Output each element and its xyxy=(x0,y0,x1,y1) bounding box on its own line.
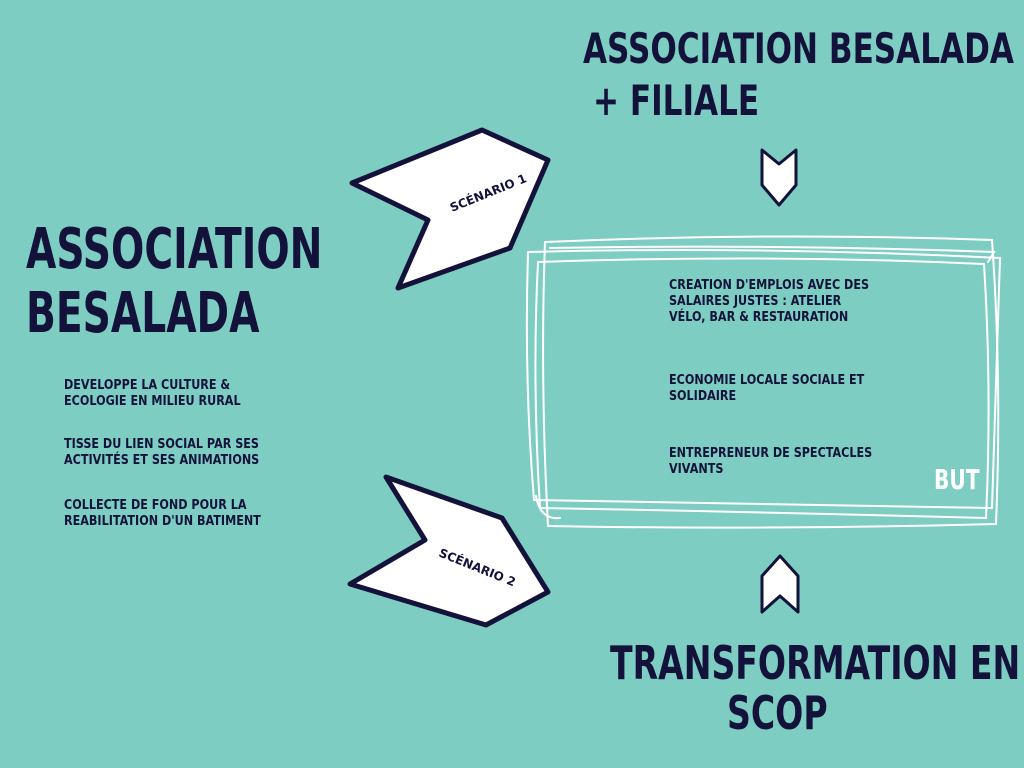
goal-list-item: CREATION D'EMPLOIS AVEC DES SALAIRES JUS… xyxy=(669,278,870,325)
main-title-line-2: BESALADA xyxy=(26,281,260,346)
main-list-item: DEVELOPPE LA CULTURE & ECOLOGIE EN MILIE… xyxy=(64,378,241,409)
chevron-down-icon xyxy=(760,148,798,207)
goal-list-item: ENTREPRENEUR DE SPECTACLES VIVANTS xyxy=(669,446,873,477)
main-list-item: COLLECTE DE FOND POUR LA REABILITATION D… xyxy=(64,498,261,529)
goal-label: BUT xyxy=(934,463,980,496)
main-title-line-1: ASSOCIATION xyxy=(26,217,323,282)
scenario-2-arrow: SCÉNARIO 2 xyxy=(347,474,551,628)
main-list-item: TISSE DU LIEN SOCIAL PAR SES ACTIVITÉS E… xyxy=(64,437,260,468)
top-option-title-line-1: ASSOCIATION BESALADA xyxy=(583,24,1014,73)
top-option-title-line-2: + FILIALE xyxy=(593,76,760,125)
goal-list-item: ECONOMIE LOCALE SOCIALE ET SOLIDAIRE xyxy=(669,373,865,404)
chevron-up-icon xyxy=(760,554,800,614)
goal-box xyxy=(525,235,1002,529)
bottom-option-title-line-2: SCOP xyxy=(727,686,828,740)
scenario-1-arrow: SCÉNARIO 1 xyxy=(349,127,551,291)
bottom-option-title-line-1: TRANSFORMATION EN xyxy=(610,636,1021,690)
